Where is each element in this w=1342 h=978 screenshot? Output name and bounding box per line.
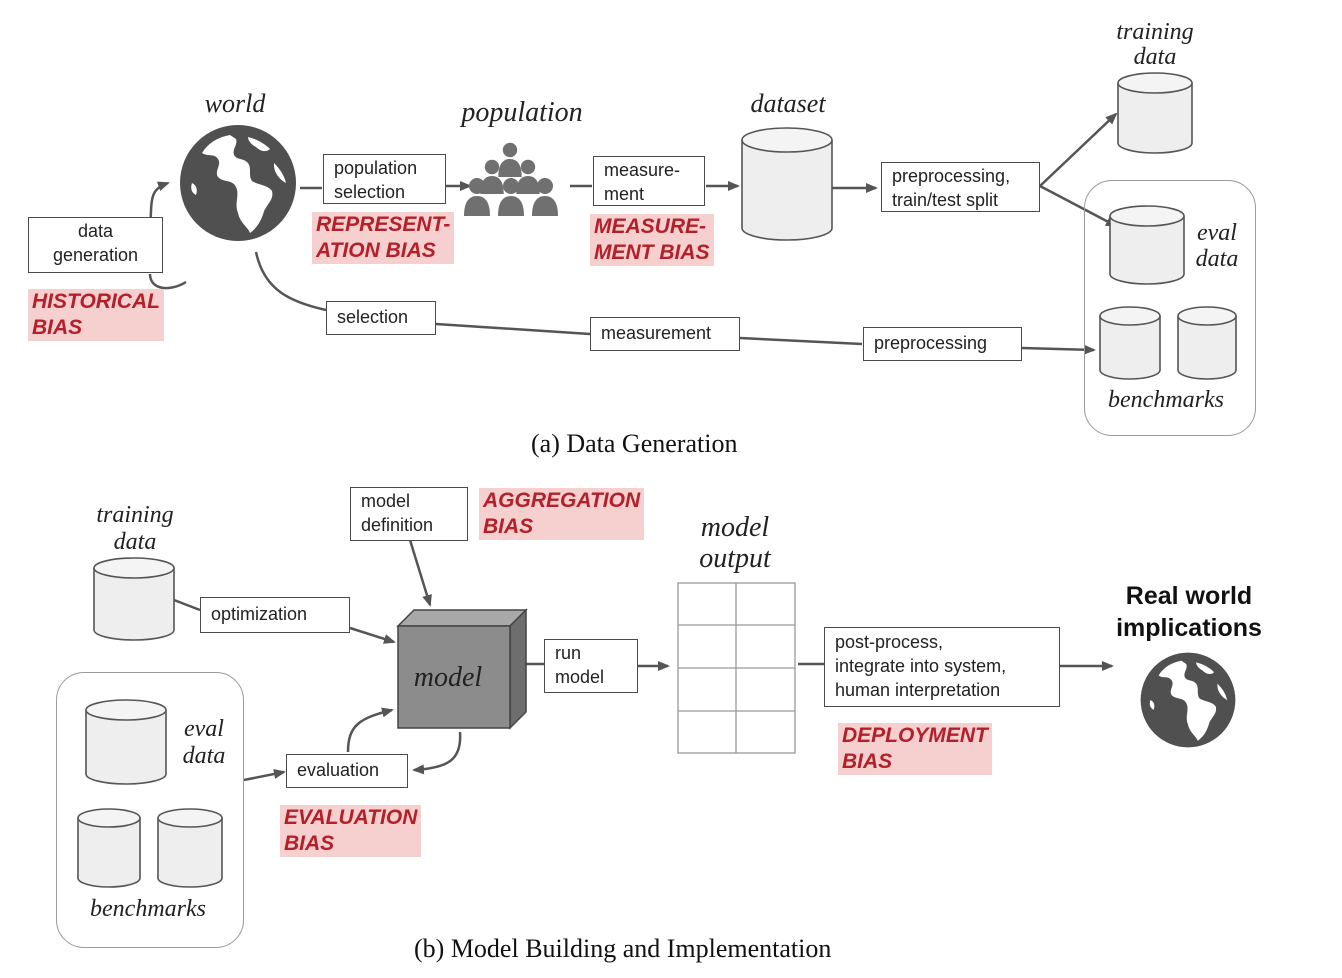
evaluation-bias-label: EVALUATION BIAS xyxy=(280,805,422,857)
real-world-implications-label: Real world implications xyxy=(1116,582,1262,642)
eval-data-label-b: eval data xyxy=(182,716,226,769)
benchmark-cylinder-icon xyxy=(1177,306,1237,380)
part-a-connectors xyxy=(148,112,1118,355)
selection-box: selection xyxy=(326,301,436,335)
model-label: model xyxy=(413,662,483,693)
deployment-bias-label: DEPLOYMENT BIAS xyxy=(838,723,992,775)
training-data-cylinder-icon xyxy=(1117,72,1193,154)
model-output-grid-icon xyxy=(677,582,796,754)
benchmarks-label-b: benchmarks xyxy=(90,896,206,922)
preprocessing-box-bottom: preprocessing xyxy=(863,327,1022,361)
eval-data-label-a: eval data xyxy=(1195,220,1239,272)
eval-benchmarks-group-b xyxy=(56,672,244,948)
benchmark-cylinder-icon xyxy=(1099,306,1161,380)
data-generation-box: data generation xyxy=(28,217,163,273)
dataset-cylinder-icon xyxy=(741,127,833,241)
measurement-box: measure- ment xyxy=(593,156,705,206)
model-cube-icon xyxy=(396,608,528,730)
world-label: world xyxy=(204,89,266,118)
benchmark-cylinder-icon xyxy=(77,808,141,888)
training-data-label-b: training data xyxy=(96,502,174,555)
optimization-box: optimization xyxy=(200,597,350,633)
benchmark-cylinder-icon xyxy=(157,808,223,888)
run-model-box: run model xyxy=(544,639,638,693)
model-definition-box: model definition xyxy=(350,487,468,541)
evaluation-box: evaluation xyxy=(286,754,408,788)
benchmarks-label-a: benchmarks xyxy=(1108,387,1224,413)
training-data-cylinder-icon xyxy=(93,557,175,641)
people-icon xyxy=(464,142,558,216)
population-selection-box: population selection xyxy=(323,154,446,204)
dataset-label: dataset xyxy=(750,89,826,118)
caption-b: (b) Model Building and Implementation xyxy=(414,934,832,963)
real-world-globe-icon xyxy=(1140,652,1236,748)
world-globe-icon xyxy=(180,125,296,241)
eval-data-cylinder-icon xyxy=(85,699,167,785)
eval-benchmarks-group-a xyxy=(1084,180,1256,436)
representation-bias-label: REPRESENT- ATION BIAS xyxy=(312,212,455,264)
aggregation-bias-label: AGGREGATION BIAS xyxy=(479,488,645,540)
population-label: population xyxy=(461,97,583,128)
part-b-connectors xyxy=(173,539,1114,782)
caption-a: (a) Data Generation xyxy=(531,429,738,458)
preprocessing-split-box: preprocessing, train/test split xyxy=(881,162,1040,212)
eval-data-cylinder-icon xyxy=(1109,205,1185,285)
training-data-label-a: training data xyxy=(1116,19,1194,70)
measurement-bias-label: MEASURE- MENT BIAS xyxy=(590,214,714,266)
model-output-label: model output xyxy=(699,512,771,574)
post-process-box: post-process, integrate into system, hum… xyxy=(824,627,1060,707)
historical-bias-label: HISTORICAL BIAS xyxy=(28,289,164,341)
measurement-box-bottom: measurement xyxy=(590,317,740,351)
